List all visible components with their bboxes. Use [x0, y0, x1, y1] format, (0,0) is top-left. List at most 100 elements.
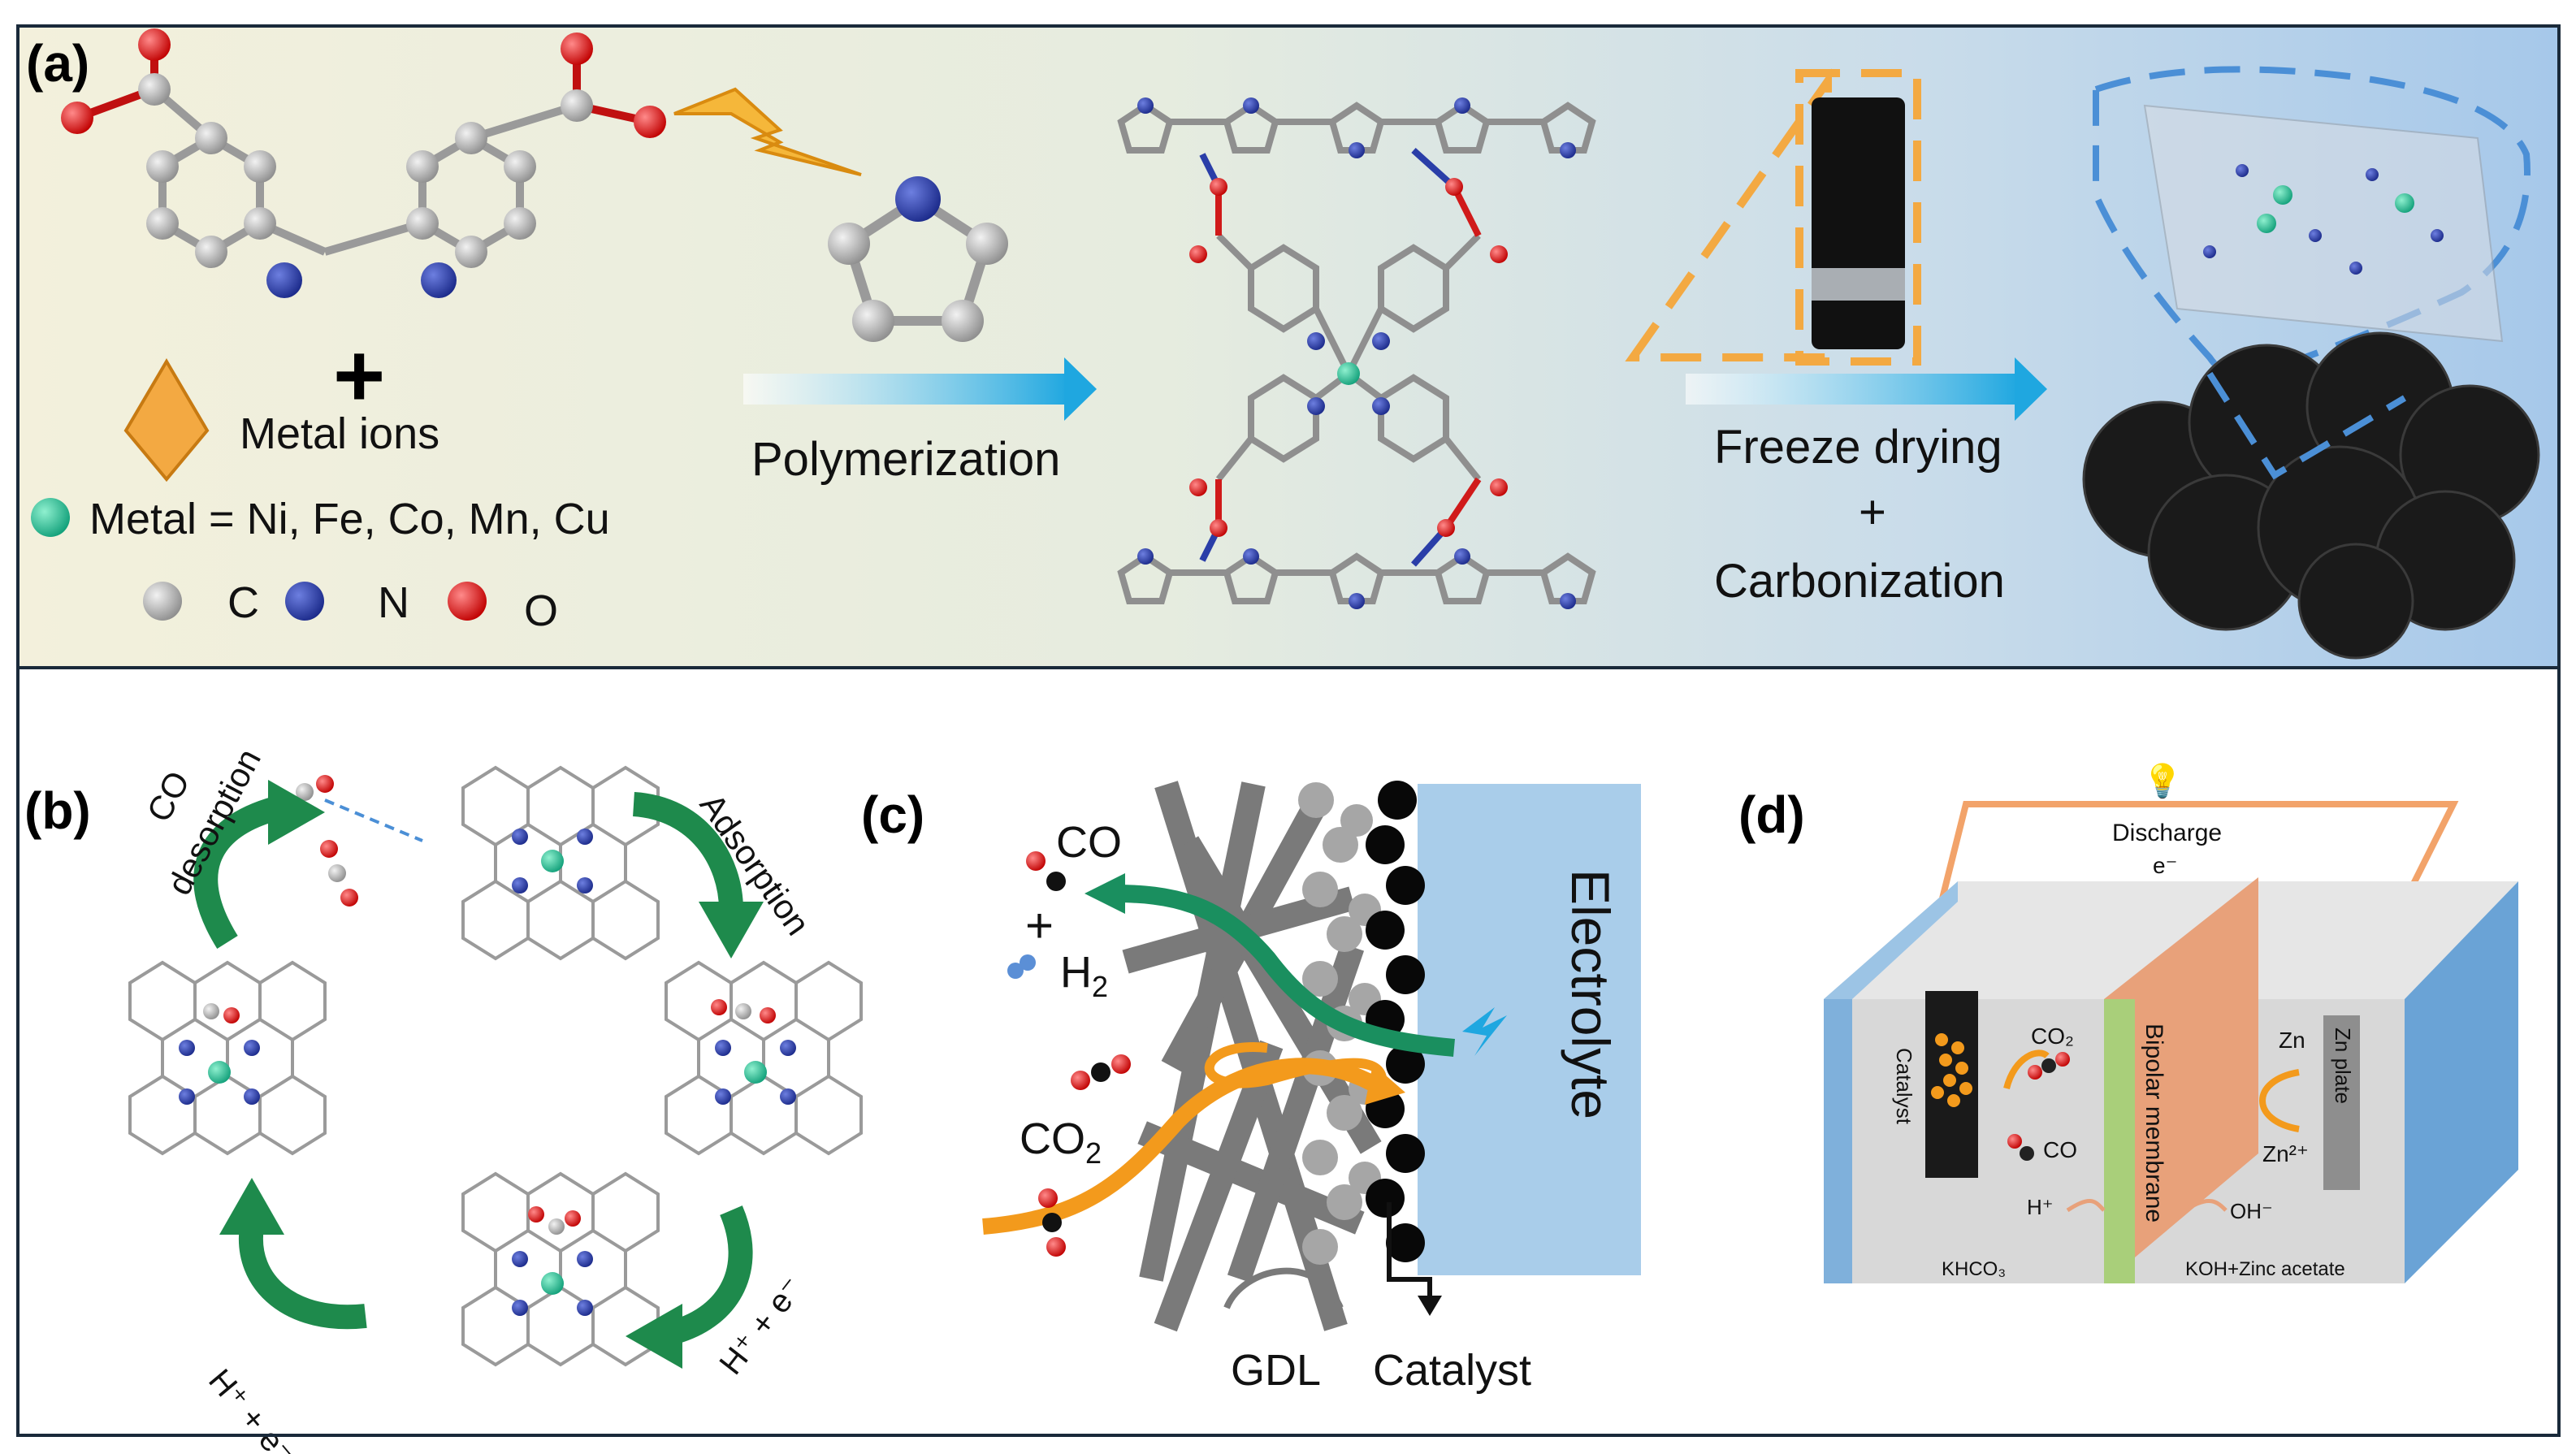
catalyst-site-left: [128, 960, 327, 1156]
catalyst-label: Catalyst: [1373, 1346, 1531, 1395]
oxygen-atom: [1490, 245, 1508, 263]
panel-a: (a): [16, 24, 2561, 669]
co-label: CO: [1056, 818, 1122, 867]
ligand-atoms: [61, 28, 666, 298]
oxygen-atom: [1046, 1237, 1066, 1257]
oxygen-atom: [1437, 519, 1455, 537]
oxygen-atom: [1071, 1071, 1090, 1090]
bond: [470, 102, 578, 142]
carbonization-arrow-shaft: [1686, 374, 2019, 405]
oxygen-atom: [61, 102, 93, 134]
oxygen-atom: [1111, 1054, 1131, 1074]
metal-site: [2395, 193, 2414, 213]
h2-label: H2: [1060, 948, 1108, 1003]
koh-label: KOH+Zinc acetate: [2185, 1258, 2345, 1280]
carbon-atom: [504, 150, 536, 183]
nitrogen-atom: [1349, 593, 1365, 609]
nitrogen-atom: [1307, 397, 1325, 415]
polymerization-arrow-shaft: [743, 374, 1068, 405]
nitrogen-atom: [1372, 397, 1390, 415]
proton-arrow: [2066, 1199, 2106, 1213]
polymerization-arrow-head: [1064, 357, 1097, 421]
panel-b-label: (b): [24, 781, 91, 840]
discharge-label: Discharge: [2112, 820, 2222, 846]
nitrogen-atom: [421, 262, 457, 298]
carbon-atom: [1042, 1213, 1062, 1232]
metal-ion-diamond-icon: [123, 358, 210, 483]
carbon-blob: [2082, 331, 2540, 660]
gdl-bracket: [1223, 1267, 1344, 1309]
zn-reaction-arrow: [2259, 1069, 2300, 1132]
carbon-atom: [561, 89, 593, 122]
green-arrowhead: [268, 780, 325, 845]
nitrogen-atom: [1137, 548, 1154, 565]
metal-site: [2273, 185, 2292, 205]
hydrogen-atom: [1020, 954, 1036, 971]
oh-label: OH⁻: [2230, 1199, 2273, 1223]
green-arrowhead: [219, 1178, 284, 1235]
catalyst-site-bottom: [461, 1171, 660, 1367]
nitrogen-atom: [1243, 548, 1259, 565]
metal-atom-legend-icon: [31, 498, 70, 537]
pointer-head: [1418, 1296, 1442, 1316]
green-arrow-top-right: [632, 792, 743, 911]
carbonization-arrow-head: [2015, 357, 2047, 421]
carbon-atom: [244, 207, 276, 240]
nitrogen-atom: [1349, 142, 1365, 158]
oxygen-atom: [1210, 178, 1227, 196]
panel-c: (c) Electrolyte: [861, 781, 1641, 1395]
oxygen-atom: [634, 106, 666, 138]
co2-reaction-arrow: [2003, 1049, 2050, 1090]
carbon-atom: [406, 150, 439, 183]
membrane-label: Bipolar membrane: [2141, 1023, 2167, 1222]
green-arrow-top-left: [193, 796, 280, 949]
nitrogen-atom: [1454, 548, 1470, 565]
co2-label: CO2: [1020, 1114, 1102, 1170]
polymer-atoms: [1137, 97, 1576, 609]
nitrogen-atom: [1560, 593, 1576, 609]
catalyst-particles: [1366, 781, 1425, 1262]
nitrogen-atom: [1454, 97, 1470, 114]
proton-electron-left-label: H⁺ + e⁻: [201, 1363, 301, 1454]
nitrogen-atom: [266, 262, 302, 298]
carbon-atom: [244, 150, 276, 183]
carbon-atom: [195, 122, 227, 154]
zoom-triangle: [1625, 68, 1832, 361]
co-arrowhead: [1085, 873, 1125, 914]
membrane-green-face: [2104, 999, 2135, 1283]
green-arrowhead: [699, 902, 764, 959]
legend-n-label: N: [378, 578, 409, 627]
co2-loop: [1204, 1042, 1388, 1090]
hydroxide-arrow: [2184, 1198, 2227, 1213]
catalyst-site-right: [665, 960, 863, 1156]
nitrogen-atom: [1560, 142, 1576, 158]
co-product-arrow: [1112, 885, 1455, 1057]
figure-border: [16, 24, 2561, 1437]
cell-wall-right: [2405, 881, 2518, 1283]
carbonization-label: Carbonization: [1714, 555, 2005, 608]
carbon-atom: [146, 150, 179, 183]
carbon-atom: [146, 207, 179, 240]
co2-arrowhead: [1365, 1064, 1405, 1105]
green-arrow-bottom-right: [670, 1205, 753, 1344]
gdl-label: GDL: [1231, 1346, 1321, 1395]
plus-sign: +: [333, 326, 385, 426]
nitrogen-atom: [1372, 332, 1390, 350]
panel-a-label: (a): [26, 34, 89, 93]
catalyst-electrode-label: Catalyst: [1892, 1048, 1916, 1125]
co-label: CO: [139, 765, 197, 829]
carbon-atom: [455, 236, 487, 268]
co2-label: CO₂: [2031, 1023, 2074, 1049]
oxygen-atom: [1026, 851, 1046, 871]
carbon-atom: [504, 207, 536, 240]
zn-plate: [2323, 1015, 2360, 1190]
carbon-legend-icon: [143, 582, 182, 621]
polymerization-label: Polymerization: [751, 433, 1060, 486]
carbon-atom: [942, 300, 984, 342]
zn2-label: Zn²⁺: [2262, 1141, 2309, 1166]
carbon-atom: [195, 236, 227, 268]
co-label: CO: [2043, 1137, 2077, 1162]
oxygen-atom: [1189, 478, 1207, 496]
lightning-icon: [1462, 1007, 1507, 1056]
